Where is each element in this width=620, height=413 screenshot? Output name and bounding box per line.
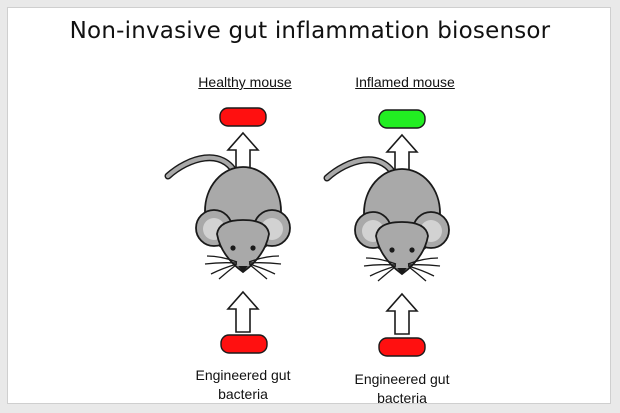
input-label-healthy-line2: bacteria [218, 386, 268, 402]
panel-heading-healthy: Healthy mouse [198, 74, 292, 90]
figure-frame: Non-invasive gut inflammation biosensor … [7, 7, 612, 406]
figure-title: Non-invasive gut inflammation biosensor [69, 18, 551, 44]
diagram-canvas [8, 107, 612, 357]
up-arrow-icon [227, 291, 259, 333]
input-label-healthy: Engineered gut bacteria [153, 366, 333, 404]
input-label-inflamed: Engineered gut bacteria [312, 370, 492, 408]
up-arrow-icon [386, 293, 418, 335]
panel-heading-inflamed: Inflamed mouse [355, 74, 455, 90]
output-pill-healthy [219, 107, 267, 127]
output-pill-inflamed [378, 109, 426, 129]
input-pill-inflamed [378, 337, 426, 357]
input-label-inflamed-line1: Engineered gut [354, 371, 450, 387]
mouse-icon [168, 158, 290, 279]
mouse-icon [327, 160, 449, 281]
input-label-inflamed-line2: bacteria [377, 390, 427, 406]
input-label-healthy-line1: Engineered gut [195, 367, 291, 383]
input-pill-healthy [220, 334, 268, 354]
